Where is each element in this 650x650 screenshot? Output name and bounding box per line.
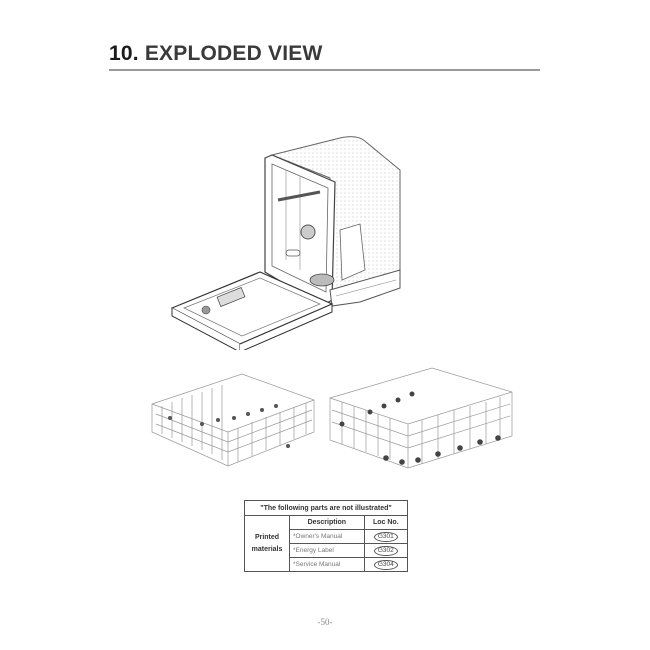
row-description: *Service Manual [289,557,365,572]
row-description: *Energy Label [289,543,365,558]
page-number: -50- [317,617,333,627]
table-caption: "The following parts are not illustrated… [244,500,408,516]
title-rule [109,69,540,71]
section-number: 10. [109,42,139,65]
column-header-loc-no: Loc No. [363,515,409,530]
table-row: *Service Manual G304 [245,557,409,572]
lower-rack-illustration [329,367,513,469]
dishwasher-assembly-illustration [170,136,401,350]
upper-rack-illustration [151,373,315,467]
row-loc: G304 [363,557,409,572]
not-illustrated-parts-table: "The following parts are not illustrated… [244,500,409,572]
page-title: 10. EXPLODED VIEW [109,42,322,66]
row-loc: G301 [363,529,409,544]
section-title: EXPLODED VIEW [144,42,323,65]
column-header-description: Description [289,515,365,530]
group-label: Printed materials [244,515,290,572]
row-description: *Owner's Manual [289,529,365,544]
row-loc: G302 [363,543,409,558]
